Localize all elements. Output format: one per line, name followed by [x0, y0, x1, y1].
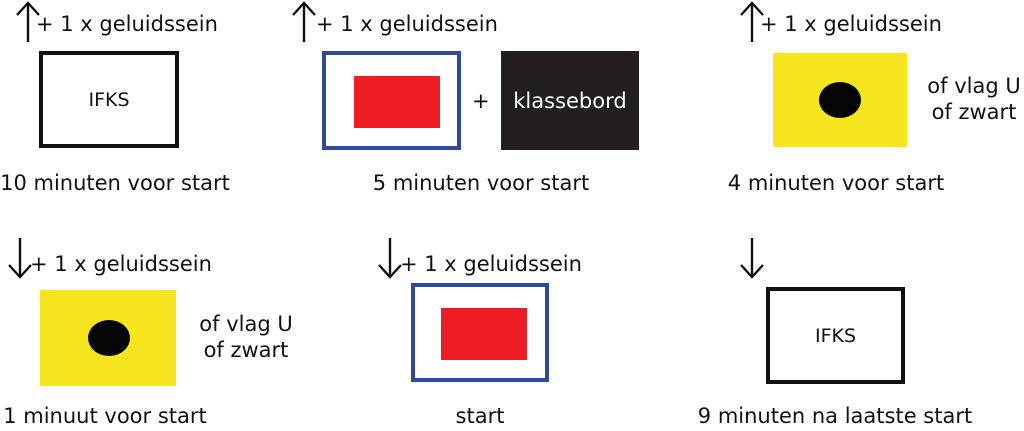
- sound-signal-text: + 1 x geluidssein: [30, 252, 212, 276]
- sound-signal-text: + 1 x geluidssein: [760, 12, 942, 36]
- alt-line-1: of vlag U: [199, 312, 293, 336]
- sound-signal-text: + 1 x geluidssein: [316, 12, 498, 36]
- flag-black-dot: [819, 82, 861, 118]
- flag-p-red-center: [441, 308, 527, 360]
- step-caption: start: [455, 404, 505, 428]
- arrow-up-icon: [740, 1, 764, 42]
- arrow-down-icon: [740, 238, 764, 279]
- class-board: klassebord: [501, 51, 639, 150]
- preparatory-flag-p: [322, 51, 461, 150]
- ifks-flag-label: IFKS: [88, 88, 130, 111]
- yellow-flag-with-dot: [40, 290, 176, 386]
- alt-line-2: of zwart: [203, 338, 289, 362]
- alternative-flag-text: of vlag U of zwart: [196, 311, 296, 363]
- step-caption: 5 minuten voor start: [372, 171, 590, 195]
- alt-line-1: of vlag U: [927, 74, 1021, 98]
- plus-sign: +: [472, 89, 490, 113]
- flag-black-dot: [88, 320, 130, 356]
- ifks-flag: IFKS: [39, 51, 179, 148]
- ifks-flag: IFKS: [766, 287, 905, 384]
- step-caption: 10 minuten voor start: [0, 171, 230, 195]
- step-caption: 9 minuten na laatste start: [697, 404, 973, 428]
- arrow-down-icon: [378, 238, 402, 279]
- arrow-up-icon: [16, 1, 40, 42]
- step-caption: 1 minuut voor start: [3, 404, 207, 428]
- preparatory-flag-p: [411, 283, 549, 382]
- flag-p-red-center: [354, 76, 440, 128]
- alternative-flag-text: of vlag U of zwart: [926, 73, 1022, 125]
- sound-signal-text: + 1 x geluidssein: [400, 252, 582, 276]
- class-board-label: klassebord: [513, 88, 627, 113]
- arrow-down-icon: [8, 238, 32, 279]
- alt-line-2: of zwart: [931, 100, 1017, 124]
- yellow-flag-with-dot: [773, 53, 907, 147]
- sound-signal-text: + 1 x geluidssein: [36, 12, 218, 36]
- step-caption: 4 minuten voor start: [727, 171, 945, 195]
- arrow-up-icon: [292, 1, 316, 42]
- ifks-flag-label: IFKS: [814, 324, 857, 347]
